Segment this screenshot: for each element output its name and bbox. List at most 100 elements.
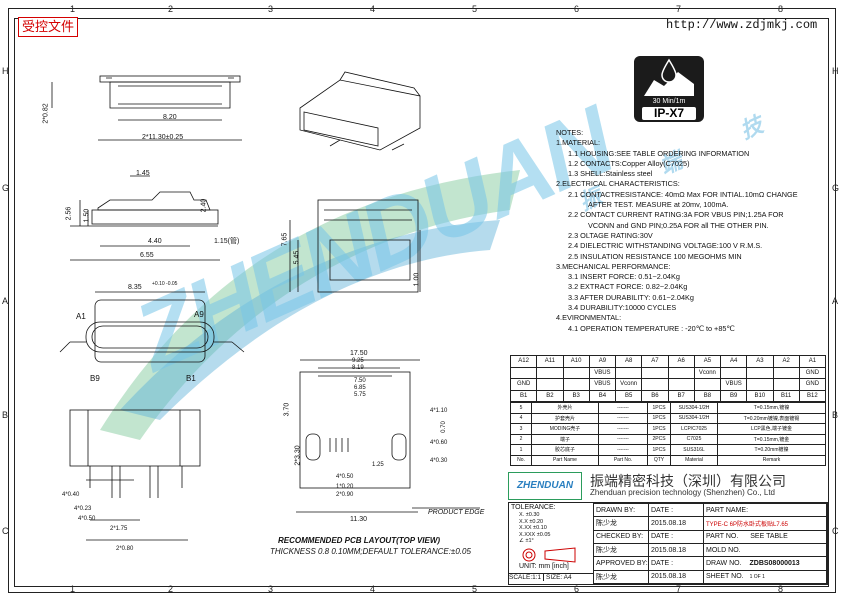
company-name-cn: 振端精密科技（深圳）有限公司 [590,473,786,489]
note-line: 3.3 AFTER DURABILITY: 0.61~2.04Kg [568,292,694,302]
zone-right-c: C [832,526,839,536]
table-cell: GND [798,378,827,391]
table-cell: A5 [693,355,722,368]
table-cell: B2 [536,389,564,402]
projection-symbol-icon [522,547,576,563]
table-cell: SUS316L [670,444,718,456]
zone-right-a: A [832,296,839,306]
dim-819: 8.19 [352,365,364,371]
part-no-label: PART NO. [706,533,739,541]
zone-top-8: 8 [778,4,784,14]
checked-date: 2015.08.18 [648,542,704,558]
table-cell: A10 [562,355,590,368]
table-cell: SUS304-1/2H [670,402,718,414]
dim-1130: 2*11.30±0.25 [142,134,184,141]
dim-1130b: 11.30 [350,516,367,523]
table-cell: 1PCS [647,444,671,456]
dim-023: 4*0.23 [74,506,92,512]
company-name-en: Zhenduan precision technology (Shenzhen)… [590,488,776,497]
table-cell: T=0.20mm镀镍,表面镀锡 [717,412,826,424]
table-header: Remark [717,454,826,466]
table-cell: 1PCS [647,423,671,435]
note-line: 1.2 CONTACTS:Copper Alloy(C7025) [568,158,690,168]
table-cell: C7025 [670,433,718,445]
table-cell [667,378,695,391]
table-cell [562,366,590,379]
table-cell [641,366,669,379]
table-cell: T=0.15mm,镀金 [717,433,826,445]
sheet-no-value: 1 OF 1 [749,574,765,581]
table-cell: GND [509,378,538,391]
note-line: 2.4 DIELECTRIC WITHSTANDING VOLTAGE:100 … [568,241,763,251]
table-cell: 3 [510,423,532,435]
zone-left-c: C [2,526,9,536]
dim-050b: 4*0.50 [78,516,96,522]
table-cell: 1PCS [647,402,671,414]
note-line: 1.3 SHELL:Stainless steel [568,169,653,179]
checked-by-label: CHECKED BY: [593,529,649,544]
zone-top-2: 2 [168,4,174,14]
table-cell: MODING壳子 [531,423,599,435]
zone-right-g: G [832,183,840,193]
pcb-thickness-note: THICKNESS 0.8 0.10MM;DEFAULT TOLERANCE:±… [270,547,471,556]
website-url[interactable]: http://www.zdjmkj.com [666,18,818,32]
zone-top-7: 7 [676,4,682,14]
table-cell [667,366,695,379]
table-cell: 1PCS [647,412,671,424]
table-cell: 2PCS [647,433,671,445]
size-label: SIZE: A4 [542,574,572,581]
table-cell: ------- [598,433,648,445]
table-cell: 护套壳片 [531,412,599,424]
date-label: DATE : [648,556,704,571]
table-cell: A8 [614,355,643,368]
dim-230: 2*3.30 [294,445,302,466]
table-cell: A11 [536,355,564,368]
note-line: 4.1 OPERATION TEMPERATURE : -20℃ to +85℃ [568,323,735,333]
draw-no-row: DRAW NO. ZDBS08000013 [703,556,827,571]
dim-655: 6.55 [140,252,154,259]
table-cell: 端子 [531,433,599,445]
draw-no-label: DRAW NO. [706,559,742,567]
tolerance-item: X.XX ±0.10 [519,525,547,531]
pcb-layout-title: RECOMMENDED PCB LAYOUT(TOP VIEW) [278,536,441,545]
table-cell: 1 [510,444,532,456]
table-cell: B6 [641,389,669,402]
note-line: 2.3 OLTAGE RATING:30V [568,230,653,240]
table-header: QTY [647,454,671,466]
table-cell: VBUS [588,378,617,391]
table-cell: ------- [598,412,648,424]
note-line: VCONN and GND PIN;0.25A FOR all THE OTHE… [588,220,769,230]
table-row: 陈少龙 2015.08.18 MOLD NO. [593,542,827,558]
note-line: 3.1 INSERT FORCE: 0.51~2.04Kg [568,272,680,282]
note-line: AFTER TEST. MEASURE at 20mv, 100mA. [588,200,729,210]
table-row: APPROVED BY: DATE : DRAW NO. ZDBS0800001… [593,556,827,571]
part-no-row: PART NO. SEE TABLE [703,529,827,544]
dim-120: 1*0.20 [336,484,354,490]
table-cell: LCP黑色,端子镀金 [717,423,826,435]
tolerance-label: TOLERANCE: [511,504,556,511]
dim-150: 1.50 [83,208,91,223]
table-header: Part Name [531,454,599,466]
dim-545: 5.45 [293,250,301,265]
approved-by-label: APPROVED BY: [593,556,649,571]
table-cell: Vconn [693,366,722,379]
table-cell: A4 [719,355,748,368]
table-cell [641,378,669,391]
ip-rating: IP-X7 [642,107,696,120]
table-cell: ------- [598,402,648,414]
date-label: DATE : [648,529,704,544]
drawn-date: 2015.08.18 [648,516,704,531]
zone-bottom-2: 2 [168,584,174,594]
scale-size-row: SCALE:1:1 SIZE: A4 [509,573,593,581]
zone-top-5: 5 [472,4,478,14]
sheet-no-label: SHEET NO. [706,573,744,581]
title-block: TOLERANCE: X. ±0.30 X.X ±0.20 X.XX ±0.10… [508,502,828,585]
zone-top-1: 1 [70,4,76,14]
table-cell: 胶芯底子 [531,444,599,456]
table-cell: VBUS [719,378,748,391]
